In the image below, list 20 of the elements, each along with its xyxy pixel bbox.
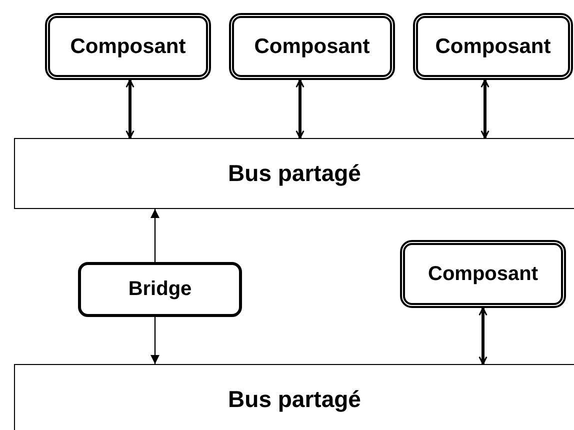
node-label: Composant [70, 34, 186, 58]
node-label: Bridge [128, 278, 192, 301]
arrow [296, 79, 304, 139]
component-box [400, 240, 566, 308]
bridge-box [78, 262, 242, 317]
arrow [150, 317, 160, 364]
component-box [229, 13, 395, 80]
arrow [478, 307, 488, 365]
node-label: Composant [435, 34, 551, 58]
node-label: Bus partagé [228, 160, 361, 187]
node-label: Composant [254, 34, 370, 58]
arrow [126, 79, 134, 139]
node-label: Composant [428, 262, 538, 286]
node-label: Bus partagé [228, 386, 361, 412]
component-box [45, 13, 211, 80]
bus-bar [14, 138, 574, 209]
bus-bar [14, 364, 574, 430]
arrow [480, 79, 490, 139]
component-box [413, 13, 573, 80]
arrow [150, 209, 160, 262]
